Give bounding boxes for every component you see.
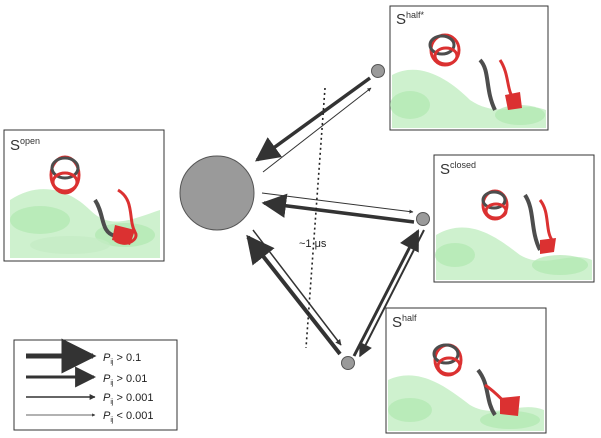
- panel-label-superscript: half: [402, 313, 417, 323]
- protein-structure-closed: [435, 189, 592, 280]
- node-open: [179, 155, 255, 231]
- node-closed: [416, 212, 430, 226]
- timescale-label: ~1 μs: [299, 238, 327, 250]
- svg-text:Shalf*: Shalf*: [396, 10, 425, 28]
- protein-structure-halfstar: [390, 33, 546, 128]
- panel-label-state: S: [392, 314, 402, 331]
- legend-label-4: Pij< 0.001: [103, 410, 153, 424]
- svg-text:Sopen: Sopen: [10, 136, 40, 154]
- panel-label-superscript: open: [20, 136, 40, 146]
- arrow-halfstar-to-open: [255, 76, 372, 162]
- panel-s-half: Shalf: [385, 307, 547, 434]
- arrow-open-to-half: [252, 229, 342, 346]
- arrow-closed-to-open: [261, 193, 415, 224]
- arrow-open-to-closed: [261, 192, 414, 214]
- arrow-half-to-closed: [352, 229, 420, 357]
- panel-label-state: S: [440, 161, 450, 178]
- arrow-closed-to-half: [359, 229, 425, 358]
- panel-s-halfstar: Shalf*: [389, 5, 549, 131]
- legend-label-3: Pij> 0.001: [103, 392, 153, 406]
- panel-s-closed: Sclosed: [433, 154, 595, 283]
- protein-structure-open: [10, 155, 160, 258]
- panel-label-state: S: [10, 137, 20, 154]
- panel-label-state: S: [396, 11, 406, 28]
- legend-label-1: Pij> 0.1: [103, 352, 141, 366]
- panel-label-superscript: closed: [450, 160, 476, 170]
- node-halfstar: [371, 64, 385, 78]
- protein-structure-half: [388, 343, 544, 431]
- svg-text:Shalf: Shalf: [392, 313, 417, 331]
- panel-s-open: Sopen: [3, 129, 165, 262]
- timescale-divider: [305, 87, 326, 349]
- arrow-half-to-open: [246, 234, 342, 356]
- legend: Pij> 0.1 Pij> 0.01 Pij> 0.001 Pij< 0.001: [13, 338, 178, 431]
- panel-label-superscript: half*: [406, 10, 425, 20]
- legend-label-2: Pij> 0.01: [103, 373, 147, 387]
- arrow-open-to-halfstar: [262, 87, 372, 173]
- svg-text:Sclosed: Sclosed: [440, 160, 476, 178]
- node-half: [341, 356, 355, 370]
